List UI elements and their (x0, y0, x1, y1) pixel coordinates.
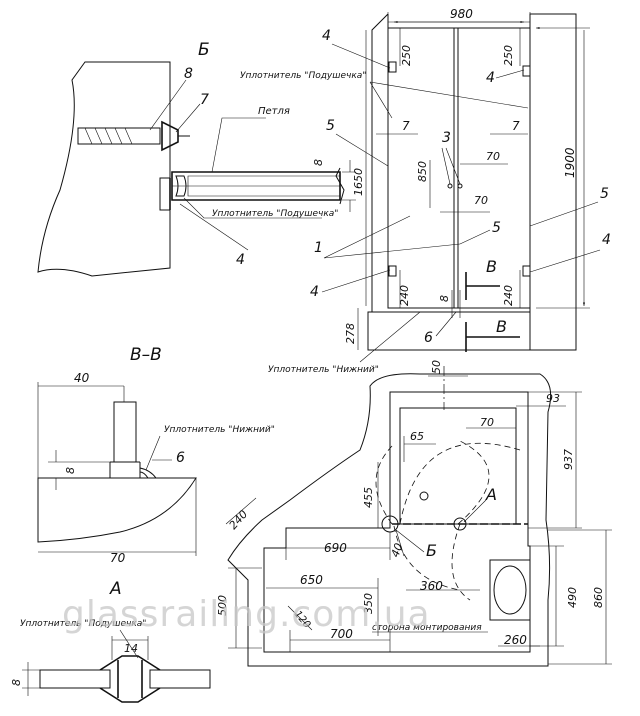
front-view-dim-8: 8 (438, 295, 451, 302)
plan-view-ref-a-circle (453, 517, 467, 531)
front-view-dim-250-left: 250 (400, 45, 413, 66)
front-view-section-v-top: В (486, 257, 497, 276)
view-vv-dim-70: 70 (110, 551, 126, 565)
view-a-seal (99, 655, 161, 703)
view-vv-floor (37, 477, 197, 543)
front-view-callout-4-br: 4 (602, 232, 611, 248)
front-view-callout-6: 6 (424, 330, 433, 346)
view-vv-seal-label: Уплотнитель "Нижний" (164, 425, 275, 435)
plan-view-dim-490: 490 (566, 587, 579, 608)
plan-view-dim-70: 70 (480, 416, 494, 429)
front-view-callout-5-right: 5 (600, 186, 609, 202)
front-view-callout-3: 3 (442, 130, 451, 146)
view-b-title: Б (198, 40, 210, 60)
view-b-seal (175, 175, 187, 197)
plan-view-drain (419, 491, 429, 501)
plan-view-dim-65: 65 (410, 430, 424, 443)
view-a-glass-left (39, 669, 111, 689)
front-view-section-v-bottom: В (496, 317, 507, 336)
plan-view-dim-937: 937 (562, 449, 575, 470)
front-view-dim-250-right: 250 (502, 45, 515, 66)
view-vv-title: В–В (130, 345, 162, 365)
view-b-glass (187, 175, 341, 197)
front-view: 980 1900 1650 278 250 250 240 240 850 70… (240, 7, 611, 375)
front-view-hinge-br (522, 265, 531, 277)
view-b-loop-label: Петля (258, 106, 290, 117)
view-b-callout-7: 7 (200, 92, 209, 108)
plan-view-dim-700: 700 (330, 627, 353, 641)
view-vv-dim-8: 8 (64, 467, 77, 474)
front-view-knob-a (447, 183, 453, 189)
front-view-dim-1900: 1900 (563, 147, 577, 178)
plan-view-ref-a: А (485, 485, 497, 504)
plan-view: 50 93 70 65 937 455 240 690 40 Б А 650 5… (216, 360, 612, 667)
front-view-dim-7-left: 7 (402, 119, 410, 133)
view-vv-glass (113, 401, 137, 463)
view-a-dim-14: 14 (124, 642, 138, 655)
front-view-wall-right (529, 13, 577, 351)
front-view-callout-4-tr: 4 (486, 70, 495, 86)
view-b-callout-4: 4 (236, 252, 245, 268)
front-view-floor (367, 311, 531, 351)
plan-view-dim-50: 50 (430, 360, 443, 374)
front-view-callout-4-tl: 4 (322, 28, 331, 44)
front-view-dim-1650: 1650 (352, 168, 365, 196)
front-view-dim-width: 980 (450, 7, 473, 21)
front-view-hinge-bl (388, 265, 397, 277)
view-vv: В–В 40 70 8 Уплотнитель "Нижний" 6 (37, 345, 275, 565)
plan-view-dim-690: 690 (324, 541, 347, 555)
view-vv-seal (139, 467, 158, 479)
view-b-callout-8: 8 (184, 66, 193, 82)
front-view-knob-b (457, 183, 463, 189)
plan-view-mounting-side: сторона монтирования (372, 623, 482, 633)
front-view-callout-4-bl: 4 (310, 284, 319, 300)
front-view-dim-240-left: 240 (398, 285, 411, 306)
plan-view-dim-500: 500 (216, 595, 229, 616)
plan-view-dim-360: 360 (420, 579, 443, 593)
view-b-hinge (171, 171, 341, 201)
plan-view-dim-860: 860 (592, 587, 605, 608)
view-vv-callout-6: 6 (176, 450, 185, 466)
view-a: А Уплотнитель "Подушечка" 14 8 (10, 579, 211, 703)
front-view-callout-5-mid: 5 (492, 220, 501, 236)
view-vv-dim-40: 40 (74, 371, 90, 385)
plan-view-dim-260: 260 (504, 633, 527, 647)
view-a-seal-label: Уплотнитель "Подушечка" (20, 619, 146, 629)
plan-view-wc (493, 565, 527, 615)
front-view-callout-5-left: 5 (326, 118, 335, 134)
watermark: glassrailing.com.ua (62, 594, 431, 635)
view-b-seal-label: Уплотнитель "Подушечка" (212, 209, 338, 219)
view-b-wall (37, 61, 171, 277)
plan-view-dim-650: 650 (300, 573, 323, 587)
view-b-dim-8: 8 (312, 159, 325, 166)
front-view-dim-240-right: 240 (502, 285, 515, 306)
plan-view-dim-240: 240 (227, 508, 251, 532)
view-a-dim-8: 8 (10, 679, 23, 686)
plan-view-dim-40: 40 (389, 541, 406, 559)
plan-view-dim-350: 350 (362, 593, 375, 614)
front-view-dim-70-bottom: 70 (474, 194, 488, 207)
front-view-seal-top-label: Уплотнитель "Подушечка" (240, 71, 366, 81)
plan-view-dim-93: 93 (546, 392, 560, 405)
front-view-dim-70-top: 70 (486, 150, 500, 163)
view-b-screw-head (161, 120, 179, 152)
front-view-dim-278: 278 (344, 323, 357, 344)
front-view-hinge-tl (388, 61, 397, 73)
front-view-dim-7-right: 7 (512, 119, 520, 133)
view-a-glass-right (149, 669, 211, 689)
plan-view-dim-455: 455 (362, 487, 375, 508)
front-view-seal-bottom-label: Уплотнитель "Нижний" (268, 365, 379, 375)
plan-view-tray (399, 407, 517, 525)
view-b: Б 8 8 7 Петля Уплотнитель "Подушечка" 4 (37, 40, 356, 277)
view-a-title: А (109, 579, 122, 599)
plan-view-ref-b: Б (426, 541, 437, 560)
front-view-callout-1: 1 (314, 240, 323, 256)
view-b-dowel (77, 127, 161, 145)
front-view-hinge-tr (522, 65, 531, 77)
front-view-dim-850: 850 (416, 161, 429, 182)
